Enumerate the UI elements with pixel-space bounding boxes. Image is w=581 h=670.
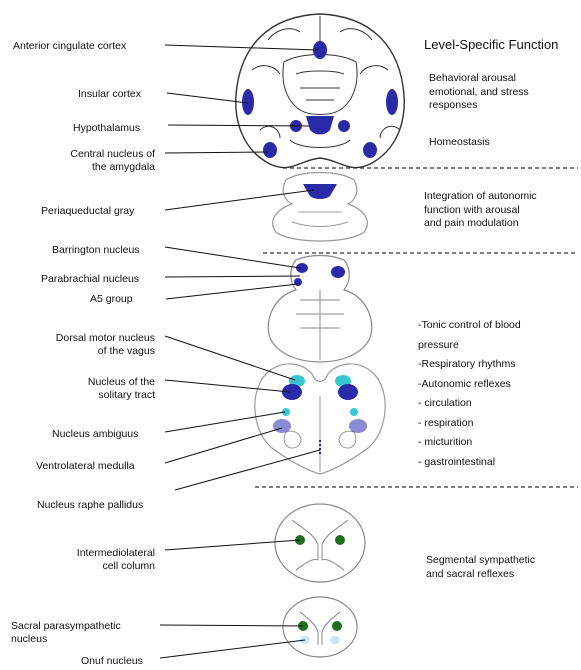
leader-barrington: [165, 247, 300, 268]
leader-vlm: [165, 428, 282, 463]
insular-cortex-right-marker: [386, 89, 398, 115]
leader-iml: [165, 540, 300, 550]
vlm-left-marker: [273, 419, 291, 433]
sacral-parasympathetic-right-marker: [332, 621, 342, 631]
periaqueductal-gray-marker: [303, 184, 337, 199]
leader-acc: [165, 45, 318, 50]
iml-right-marker: [335, 535, 345, 545]
thoracic-spinal-nuclei: [295, 535, 345, 545]
leader-pag: [165, 190, 314, 210]
hypothalamus-marker: [306, 116, 334, 135]
leader-sacral-parasympathetic: [160, 625, 303, 626]
parabrachial-nucleus-marker: [331, 266, 345, 278]
leader-a5: [166, 284, 298, 299]
nucleus-ambiguus-right-marker: [350, 408, 358, 416]
leader-raphe: [175, 450, 320, 490]
forebrain-section: [236, 14, 404, 168]
midbrain-section: [273, 173, 368, 242]
hypothalamus-right-marker: [338, 120, 350, 132]
leader-nts: [165, 380, 290, 392]
amygdala-right-marker: [363, 142, 377, 158]
leader-hypothalamus: [168, 125, 310, 126]
pons-section: [268, 256, 371, 363]
vlm-right-marker: [349, 419, 367, 433]
leader-parabrachial: [165, 276, 300, 277]
medulla-section: [255, 364, 385, 474]
nts-right-marker: [338, 384, 358, 400]
pons-nuclei: [294, 263, 345, 286]
leader-dmnv: [165, 336, 295, 380]
amygdala-left-marker: [263, 142, 277, 158]
leader-onuf: [160, 640, 305, 658]
leader-ambiguus: [165, 412, 285, 432]
onuf-right-marker: [330, 636, 340, 644]
leader-lines: [160, 45, 320, 658]
thoracic-spinal-section: [275, 504, 365, 582]
sacral-spinal-section: [283, 597, 357, 657]
leader-amygdala: [165, 152, 268, 153]
